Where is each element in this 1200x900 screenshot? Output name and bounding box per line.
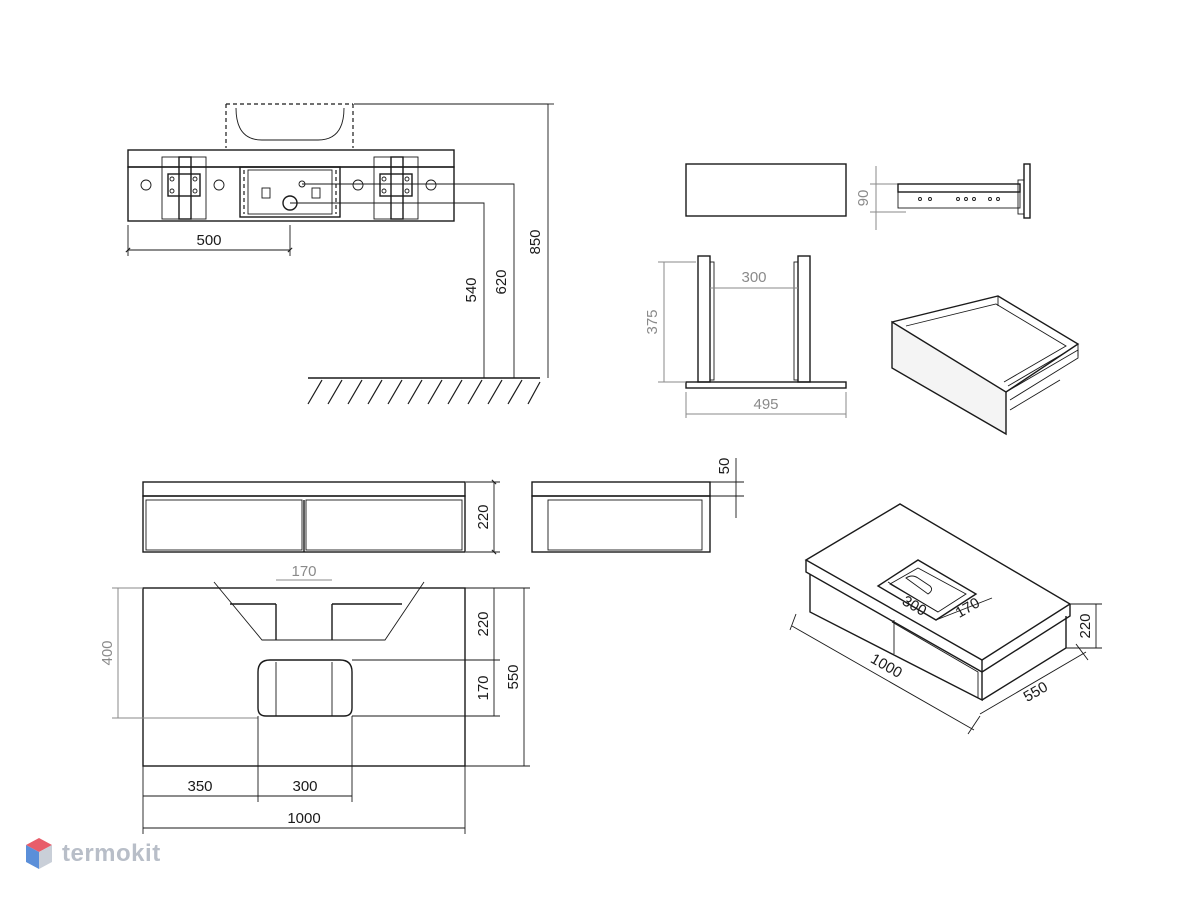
- dim-50: 50: [716, 458, 733, 475]
- brand-logo: termokit: [24, 836, 161, 872]
- dim-540: 540: [463, 277, 480, 302]
- dim-1000-iso: 1000: [868, 650, 905, 681]
- dim-220-front: 220: [475, 504, 492, 529]
- dim-1000-plan: 1000: [287, 810, 320, 827]
- left-bracket: [140, 156, 225, 220]
- dim-375: 375: [644, 309, 661, 334]
- dim-170-iso: 170: [953, 594, 983, 621]
- iso-cabinet-view: 300 170 1000 550 220: [789, 503, 1102, 735]
- drawer-iso-view: [891, 295, 1080, 436]
- dim-400: 400: [99, 640, 116, 665]
- drawer-front-panel: [685, 163, 847, 217]
- dim-350: 350: [187, 778, 212, 795]
- drawer-side-view: 90: [855, 163, 1031, 230]
- plan-view: 170 220 170 550 400 350 300 1000: [99, 563, 530, 834]
- dim-550-plan: 550: [505, 664, 522, 689]
- plumbing-box: [239, 166, 341, 218]
- side-view: 50: [531, 458, 744, 553]
- dim-620: 620: [493, 269, 510, 294]
- dim-550-iso: 550: [1021, 678, 1051, 705]
- dim-90: 90: [855, 190, 872, 207]
- dim-220-plan: 220: [475, 611, 492, 636]
- dim-220-iso: 220: [1077, 613, 1094, 638]
- dim-300-plan: 300: [292, 778, 317, 795]
- dim-500: 500: [196, 232, 221, 249]
- dim-495: 495: [753, 396, 778, 413]
- dim-170-top: 170: [291, 563, 316, 580]
- right-bracket: [352, 156, 437, 220]
- floor-hatch: [307, 377, 541, 405]
- brand-name: termokit: [62, 840, 161, 867]
- drawer-frame-view: 300 375 495: [644, 255, 847, 418]
- front-view: 220: [142, 479, 500, 555]
- dim-850: 850: [527, 229, 544, 254]
- wall-mount-view: 500 540 620 850: [125, 103, 554, 405]
- cube-logo-icon: [26, 838, 52, 869]
- dim-300-drawer: 300: [741, 269, 766, 286]
- dim-170-plan: 170: [475, 675, 492, 700]
